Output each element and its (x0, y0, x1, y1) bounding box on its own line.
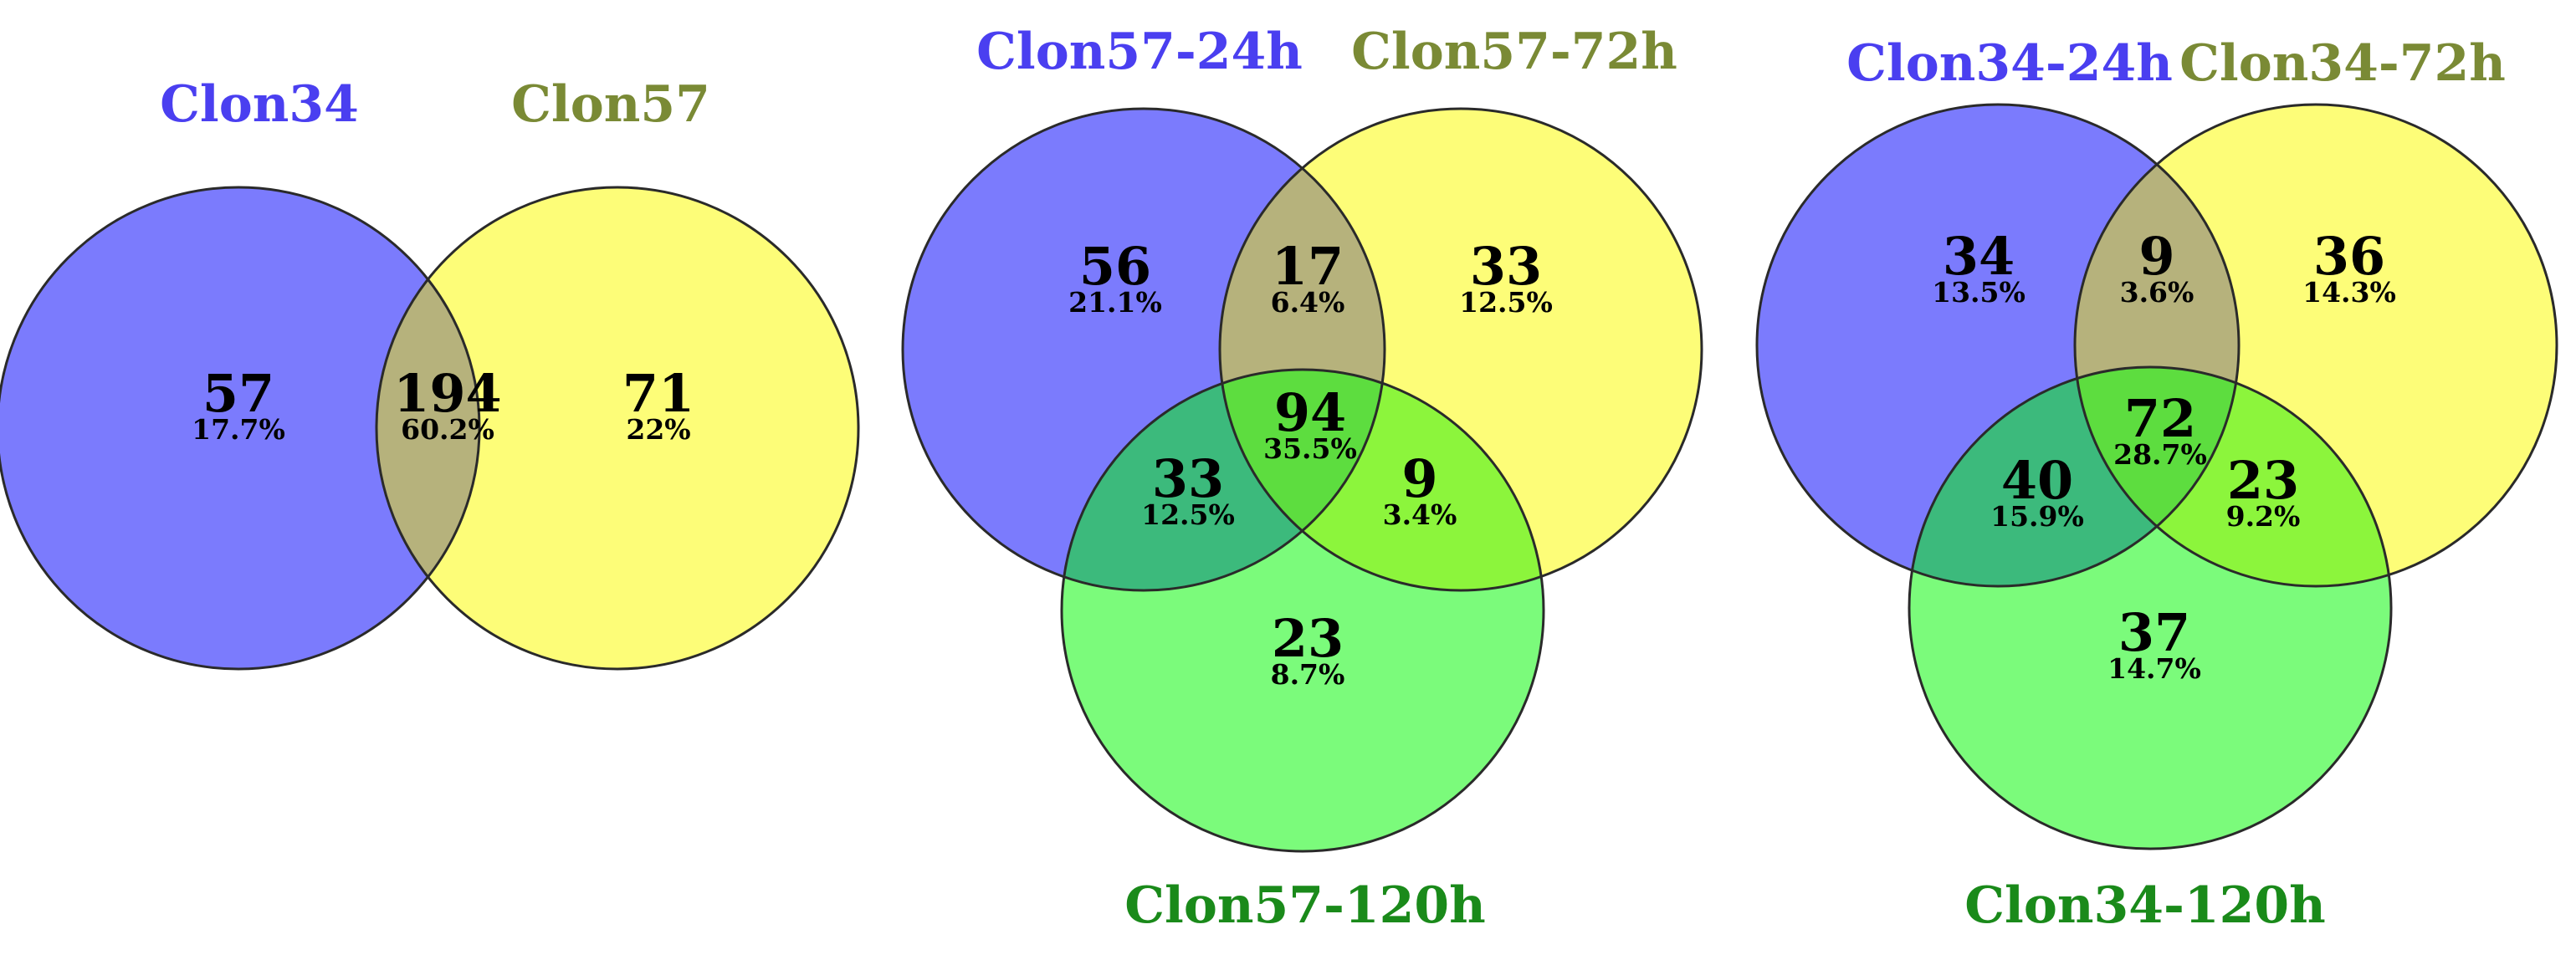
pct-2-ac: 12.5% (1141, 498, 1235, 531)
pct-1-ab: 60.2% (401, 413, 494, 446)
overlap-2-ac (1062, 370, 1385, 590)
pct-2-bc: 3.4% (1383, 498, 1457, 531)
pct-2-a-only: 21.1% (1068, 286, 1162, 319)
count-2-c-only: 23 (1272, 608, 1344, 669)
count-3-c-only: 37 (2118, 602, 2190, 663)
overlap-3-bc (2075, 367, 2391, 586)
pct-3-ab: 3.6% (2120, 276, 2194, 309)
pct-3-a-only: 13.5% (1932, 276, 2025, 309)
venn-diagram-2: Clon57-24h Clon57-72h Clon57-120h 56 21.… (901, 23, 1703, 935)
set-label-1b: Clon57 (511, 75, 710, 134)
count-2-bc: 9 (1401, 448, 1437, 509)
count-1-ab: 194 (393, 363, 501, 424)
count-3-bc: 23 (2227, 450, 2299, 511)
venn-diagram-1: Clon34 Clon57 57 17.7% 194 60.2% 71 22% (0, 75, 860, 671)
count-2-ab: 17 (1272, 236, 1344, 297)
count-3-b-only: 36 (2313, 226, 2385, 287)
pct-3-bc: 9.2% (2226, 500, 2301, 533)
count-3-abc: 72 (2124, 388, 2196, 449)
pct-2-c-only: 8.7% (1271, 658, 1345, 691)
pct-3-b-only: 14.3% (2302, 276, 2396, 309)
pct-2-abc: 35.5% (1263, 432, 1357, 465)
overlap-3-ac (1909, 367, 2239, 586)
pct-1-b-only: 22% (626, 413, 690, 446)
set-label-3b: Clon34-72h (2179, 34, 2506, 93)
set-label-3a: Clon34-24h (1846, 34, 2173, 93)
count-2-abc: 94 (1274, 382, 1346, 443)
count-2-ac: 33 (1152, 448, 1224, 509)
count-3-a-only: 34 (1943, 226, 2015, 287)
set-circle-clon57 (376, 187, 858, 669)
venn-diagram-3: Clon34-24h Clon34-72h Clon34-120h 34 13.… (1755, 34, 2558, 935)
pct-2-ab: 6.4% (1271, 286, 1345, 319)
pct-3-ac: 15.9% (1990, 500, 2084, 533)
set-label-2b: Clon57-72h (1351, 23, 1677, 81)
overlap-2-bc (1220, 370, 1544, 590)
pct-2-b-only: 12.5% (1459, 286, 1553, 319)
count-3-ab: 9 (2138, 226, 2174, 287)
set-label-2a: Clon57-24h (976, 23, 1303, 81)
set-label-3c: Clon34-120h (1964, 876, 2325, 935)
count-1-a-only: 57 (202, 363, 274, 424)
pct-3-abc: 28.7% (2113, 438, 2207, 471)
set-label-1a: Clon34 (160, 75, 359, 134)
count-3-ac: 40 (2001, 450, 2073, 511)
count-2-a-only: 56 (1079, 236, 1151, 297)
count-1-b-only: 71 (622, 363, 694, 424)
pct-1-a-only: 17.7% (192, 413, 285, 446)
set-label-2c: Clon57-120h (1124, 876, 1485, 935)
count-2-b-only: 33 (1470, 236, 1542, 297)
set-circle-clon34 (0, 187, 479, 669)
pct-3-c-only: 14.7% (2107, 652, 2201, 685)
